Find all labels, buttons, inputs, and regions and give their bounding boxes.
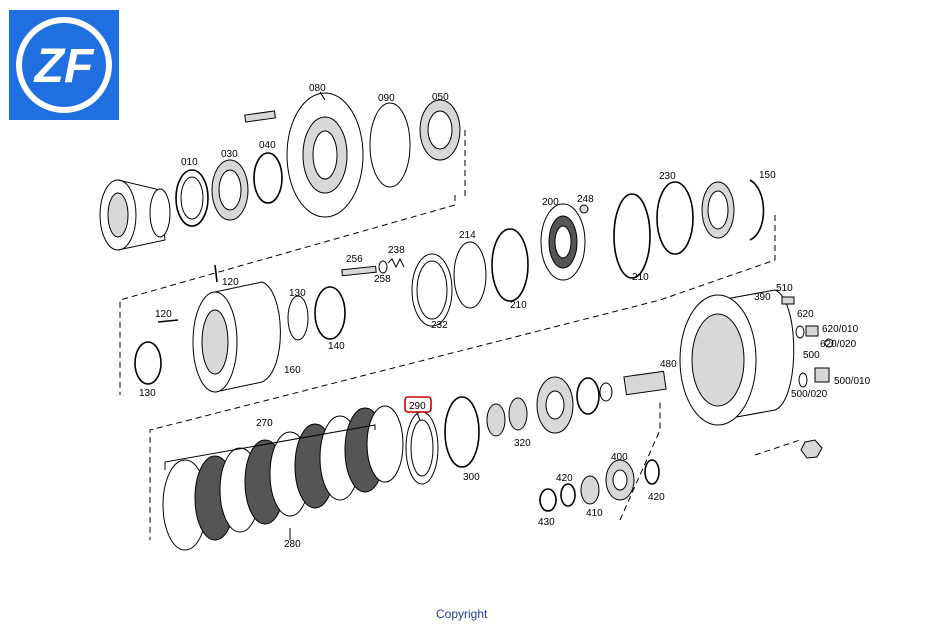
part-label[interactable]: 232 — [431, 320, 448, 331]
part-label[interactable]: 430 — [538, 517, 555, 528]
ring-010[interactable] — [175, 169, 209, 227]
bearing-050[interactable] — [419, 99, 461, 161]
ring-420-right[interactable] — [644, 459, 660, 485]
o-ring-090[interactable] — [369, 102, 411, 188]
part-label[interactable]: 280 — [284, 539, 301, 550]
carrier-200[interactable] — [540, 203, 586, 281]
part-label[interactable]: 320 — [514, 438, 531, 449]
part-labels: 080 090 050 010 030 040 150 230 200 248 … — [139, 83, 871, 550]
part-label[interactable]: 120 — [155, 309, 172, 320]
part-label[interactable]: 400 — [611, 452, 628, 463]
copyright-link[interactable]: Copyright — [436, 607, 488, 621]
part-label[interactable]: 210 — [632, 272, 649, 283]
part-label[interactable]: 010 — [181, 157, 198, 168]
housing-080[interactable] — [286, 92, 364, 218]
snap-ring-150[interactable] — [749, 179, 765, 241]
shim-232[interactable] — [411, 253, 453, 327]
part-label[interactable]: 210 — [510, 300, 527, 311]
leader-lines — [164, 91, 421, 540]
ring-shaft-right[interactable] — [576, 377, 613, 415]
part-label[interactable]: 256 — [346, 254, 363, 265]
ring-420-left[interactable] — [560, 483, 576, 507]
plug-510[interactable] — [781, 296, 795, 305]
part-label[interactable]: 214 — [459, 230, 476, 241]
plug-500-010[interactable] — [814, 367, 830, 383]
part-label[interactable]: 248 — [577, 194, 594, 205]
screw-256[interactable] — [341, 265, 377, 277]
bearing-030[interactable] — [211, 159, 249, 221]
part-label[interactable]: 420 — [648, 492, 665, 503]
part-label[interactable]: 090 — [378, 93, 395, 104]
part-label[interactable]: 160 — [284, 365, 301, 376]
seal-500-020[interactable] — [798, 372, 808, 388]
pin-120-left[interactable] — [157, 319, 179, 323]
washer-258[interactable] — [378, 260, 388, 274]
ring-620-020[interactable] — [824, 338, 834, 348]
part-label[interactable]: 150 — [759, 170, 776, 181]
ring-300[interactable] — [444, 396, 480, 468]
ring-140[interactable] — [314, 286, 346, 340]
nut-bottom[interactable] — [800, 439, 823, 459]
ring-210-b[interactable] — [613, 193, 651, 279]
part-label[interactable]: 130 — [139, 388, 156, 399]
housing-390[interactable] — [679, 289, 795, 426]
zf-logo: ZF — [9, 10, 119, 120]
ring-130-left[interactable] — [134, 341, 162, 385]
bearing-410[interactable] — [580, 475, 600, 505]
part-label[interactable]: 620/020 — [820, 339, 857, 350]
part-label[interactable]: 270 — [256, 418, 273, 429]
disc-290[interactable] — [405, 411, 439, 485]
pin-120-top[interactable] — [214, 264, 218, 283]
part-label[interactable]: 040 — [259, 140, 276, 151]
ring-130-mid[interactable] — [287, 295, 309, 341]
part-label[interactable]: 500 — [803, 350, 820, 361]
part-label[interactable]: 500/010 — [834, 376, 871, 387]
part-label[interactable]: 230 — [659, 171, 676, 182]
part-label[interactable]: 480 — [660, 359, 677, 370]
gear-shaft[interactable] — [536, 376, 574, 434]
plug-620-010[interactable] — [805, 325, 819, 337]
highlight-box — [404, 396, 432, 413]
part-label[interactable]: 620/010 — [822, 324, 859, 335]
spring-238[interactable] — [387, 257, 405, 269]
gear-400[interactable] — [605, 459, 635, 501]
ring-210-a[interactable] — [491, 228, 529, 302]
part-label[interactable]: 620 — [797, 309, 814, 320]
assembly-guide-lines — [119, 130, 801, 540]
part-label[interactable]: 500/020 — [791, 389, 828, 400]
part-label[interactable]: 140 — [328, 341, 345, 352]
seal-620[interactable] — [795, 325, 805, 339]
part-label[interactable]: 258 — [374, 274, 391, 285]
part-label[interactable]: 238 — [388, 245, 405, 256]
drum-160[interactable] — [192, 281, 281, 393]
logo-text: ZF — [33, 40, 95, 93]
part-label[interactable]: 030 — [221, 149, 238, 160]
part-label[interactable]: 410 — [586, 508, 603, 519]
ring-230[interactable] — [656, 181, 694, 255]
clutch-pack-270-280[interactable] — [162, 405, 404, 551]
part-label[interactable]: 080 — [309, 83, 326, 94]
part-label[interactable]: 050 — [432, 92, 449, 103]
gear-ring[interactable] — [701, 181, 735, 239]
part-label-highlighted[interactable]: 290 — [409, 401, 426, 412]
ring-430[interactable] — [539, 488, 557, 512]
ring-040[interactable] — [253, 152, 283, 204]
part-label[interactable]: 420 — [556, 473, 573, 484]
shaft-480[interactable] — [623, 370, 667, 396]
part-label[interactable]: 130 — [289, 288, 306, 299]
ring-214[interactable] — [453, 241, 487, 309]
part-label[interactable]: 300 — [463, 472, 480, 483]
part-label[interactable]: 200 — [542, 197, 559, 208]
bolt-top[interactable] — [244, 110, 276, 123]
part-label[interactable]: 510 — [776, 283, 793, 294]
hub-flange-010[interactable] — [99, 179, 171, 251]
part-label[interactable]: 390 — [754, 292, 771, 303]
bearing-320[interactable] — [486, 397, 528, 437]
part-label[interactable]: 120 — [222, 277, 239, 288]
pin-248[interactable] — [579, 204, 589, 214]
